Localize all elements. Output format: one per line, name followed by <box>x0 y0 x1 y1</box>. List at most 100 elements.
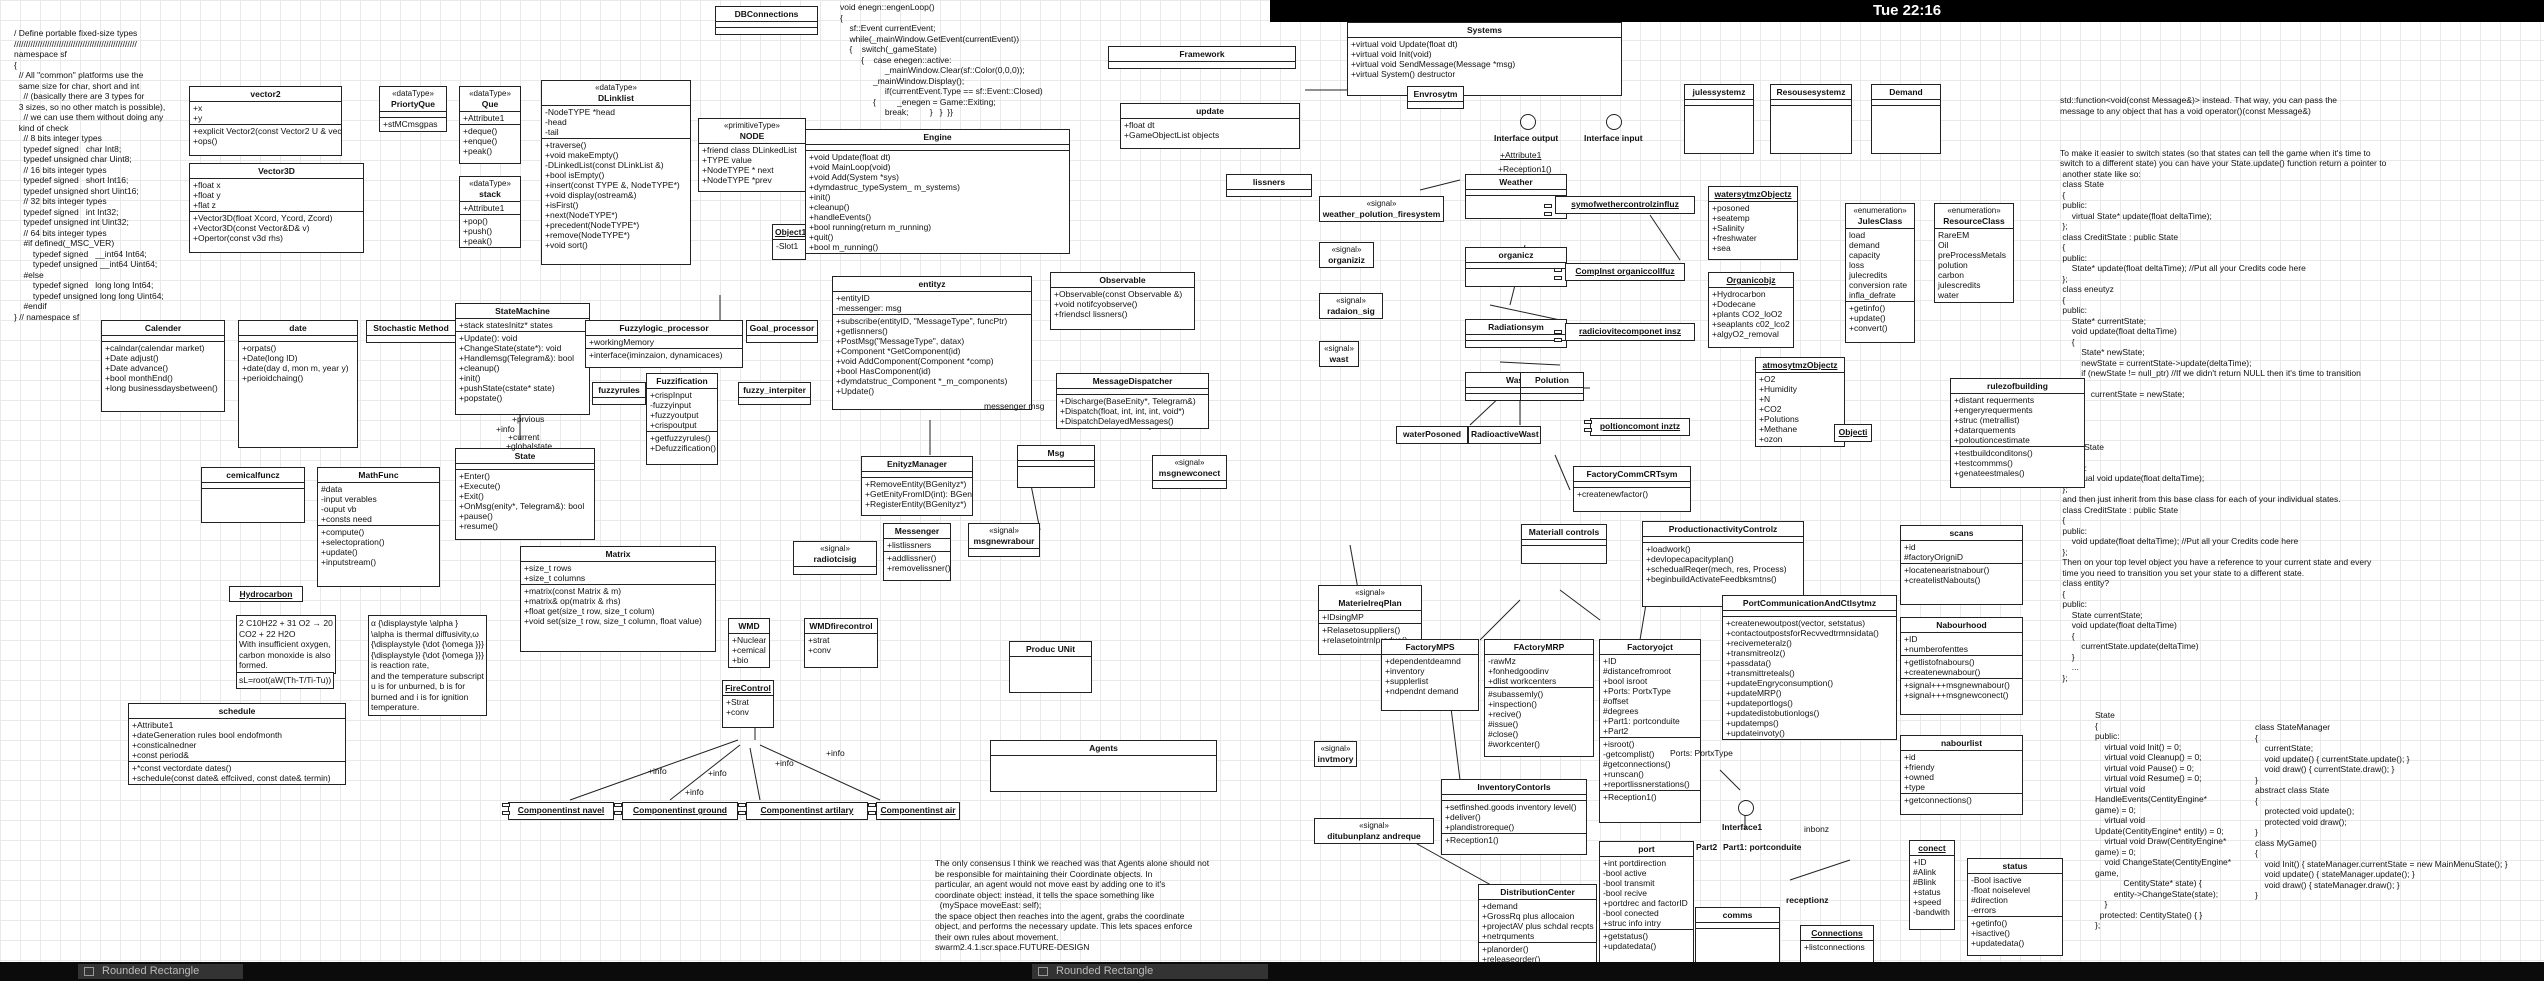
class-title: Nabourhood <box>1936 620 1987 630</box>
uml-class-produc-unit[interactable]: Produc UNit <box>1009 641 1092 693</box>
class-member: preProcessMetals <box>1938 250 2007 260</box>
uml-class-priorty-que[interactable]: «dataType»PriortyQue+stMCmsgpas <box>379 86 447 132</box>
uml-class-organicz[interactable]: organicz <box>1465 247 1567 287</box>
dock-item-rounded-rectangle-2[interactable]: Rounded Rectangle <box>1032 964 1268 979</box>
uml-class-stack[interactable]: «dataType»stack+Attribute1+pop()+push()+… <box>459 176 521 248</box>
uml-class-wmd[interactable]: WMD+Nuclear+cemical+bio <box>728 618 770 668</box>
uml-class-scans[interactable]: scans+id#factoryOrigniD+locatenearistnab… <box>1900 525 2023 605</box>
component-tab-icon <box>1544 212 1552 216</box>
uml-class-hydrocarbon[interactable]: Hydrocarbon <box>229 586 303 602</box>
uml-class-cair[interactable]: Componentinst air <box>876 802 960 820</box>
uml-class-matrix[interactable]: Matrix+size_t rows+size_t columns+matrix… <box>520 546 716 652</box>
uml-class-goalprocessor[interactable]: Goal_processor <box>746 320 818 343</box>
uml-class-date[interactable]: date+orpats()+Date(long ID)+date(day d, … <box>238 320 358 448</box>
uml-class-cartilary[interactable]: Componentinst artilary <box>746 802 868 820</box>
uml-class-status[interactable]: status-Bool isactive-float noiselevel#di… <box>1967 858 2063 956</box>
uml-class-atmosytmz-objectz[interactable]: atmosytmzObjectz+O2+Humidity+N+CO2+Polut… <box>1755 357 1845 447</box>
uml-class-math-func[interactable]: MathFunc#data-input verables-ouput vb+co… <box>317 467 440 587</box>
uml-class-distribution-center[interactable]: DistributionCenter+demand+GrossRq plus a… <box>1478 884 1597 974</box>
class-header: update <box>1121 104 1299 119</box>
uml-class-fuzzyinterpiter[interactable]: fuzzy_interpiter <box>738 382 811 405</box>
uml-class-conect[interactable]: conect+ID#Alink#Blink+status+speed-bandw… <box>1909 840 1955 930</box>
class-attributes: +size_t rows+size_t columns <box>521 562 715 585</box>
uml-class-wmdfirecontrol[interactable]: WMDfirecontrol+strat+conv <box>804 618 878 668</box>
clock[interactable]: Tue 22:16 <box>1872 2 1942 19</box>
uml-class-engine[interactable]: Engine+void Update(float dt)+void MainLo… <box>805 129 1070 254</box>
uml-class-radiciovite[interactable]: radiciovitecomponet insz <box>1565 323 1695 341</box>
uml-class-update[interactable]: update+float dt+GameObjectList objects <box>1120 103 1300 149</box>
uml-class-enityz-manager[interactable]: EnityzManager+RemoveEntity(BGenityz*)+Ge… <box>861 456 973 516</box>
uml-class-factoryojct[interactable]: Factoryojct+ID#distancefromroot+bool isr… <box>1599 639 1701 823</box>
uml-class-envrosytm[interactable]: Envrosytm <box>1407 86 1464 109</box>
uml-class-nabourhood[interactable]: Nabourhood+ID+numberofenttes+getlistofna… <box>1900 617 2023 715</box>
uml-class-radiationsym[interactable]: Radiationsym <box>1465 319 1567 348</box>
uml-class-fuzzylogic[interactable]: Fuzzylogic_processor+workingMemory+inter… <box>585 320 743 368</box>
uml-class-calender[interactable]: Calender+calndar(calendar market)+Date a… <box>101 320 225 412</box>
uml-class-resousesystemz[interactable]: Resousesystemz <box>1770 84 1852 154</box>
uml-class-productionactivity-controlz[interactable]: ProductionactivityControlz+loadwork()+de… <box>1642 521 1804 607</box>
uml-class-organiziz[interactable]: «signal»organiziz <box>1319 242 1374 268</box>
uml-class-entityz[interactable]: entityz+entityID-messenger: msg+subscrib… <box>832 276 1032 410</box>
class-member: +bool HasComponent(id) <box>836 366 931 376</box>
uml-class-agents[interactable]: Agents <box>990 740 1217 792</box>
uml-class-que[interactable]: «dataType»Que+Attribute1+deque()+enque()… <box>459 86 521 164</box>
uml-class-radioactive-wast[interactable]: RadioactiveWast <box>1468 426 1541 444</box>
uml-class-fuzzyrules[interactable]: fuzzyrules <box>592 382 646 405</box>
uml-class-water-posoned[interactable]: waterPosoned <box>1396 426 1468 444</box>
uml-class-schedule[interactable]: schedule+Attribute1+dateGeneration rules… <box>128 703 346 785</box>
uml-class-radaionsig[interactable]: «signal»radaion_sig <box>1319 293 1383 319</box>
uml-class-observable[interactable]: Observable+Observable(const Observable &… <box>1050 272 1195 330</box>
uml-class-demand[interactable]: Demand <box>1871 84 1941 154</box>
uml-class-factory-comm-crtsym[interactable]: FactoryCommCRTsym+createnewfactor() <box>1573 466 1691 512</box>
uml-class-systems[interactable]: Systems+virtual void Update(float dt)+vi… <box>1347 22 1622 96</box>
uml-class-ditubunplanz[interactable]: «signal»ditubunplanz andreque <box>1314 818 1434 844</box>
uml-class-wast-sig[interactable]: «signal»wast <box>1319 341 1359 367</box>
uml-class-factory-mrp[interactable]: FActoryMRP-rawMz+fonhedgoodinv+dlist wor… <box>1484 639 1594 757</box>
uml-class-messenger[interactable]: Messenger+listlissners+addlissner()+remo… <box>883 523 951 581</box>
uml-class-polltioncomonent[interactable]: poltioncomont inztz <box>1590 418 1690 436</box>
uml-class-lissners[interactable]: lissners <box>1226 174 1312 197</box>
uml-class-state[interactable]: State+Enter()+Execute()+Exit()+OnMsg(eni… <box>455 448 595 540</box>
uml-class-fuzzification[interactable]: Fuzzification+crispInput-fuzzyinput+fuzz… <box>646 373 718 465</box>
uml-class-object1[interactable]: Object1-Slot1 <box>772 224 806 260</box>
uml-class-cnavel[interactable]: Componentinst navel <box>508 802 614 820</box>
uml-class-port-communication-and-ctlsytmz[interactable]: PortCommunicationAndCtlsytmz+createnewou… <box>1722 595 1897 740</box>
interface-output-port-icon <box>1520 114 1536 130</box>
uml-class-vector3-d[interactable]: Vector3D+float x+float y+flat z+Vector3D… <box>189 163 364 253</box>
uml-class-symofweather[interactable]: symofwethercontrolzinfluz <box>1555 196 1695 214</box>
uml-class-objecti[interactable]: Objecti <box>1834 424 1872 442</box>
uml-class-port[interactable]: port+int portdirection-bool active-bool … <box>1599 841 1694 971</box>
uml-class-factory-mps[interactable]: FactoryMPS+dependentdeamnd+inventory+sup… <box>1381 639 1479 711</box>
uml-class-watersytmz-objectz[interactable]: watersytmzObjectz+posoned+seatemp+Salini… <box>1708 186 1798 260</box>
uml-class-message-dispatcher[interactable]: MessageDispatcher+Discharge(BaseEnity*, … <box>1056 373 1209 429</box>
uml-class-radiotcisig[interactable]: «signal»radiotcisig <box>793 541 877 575</box>
uml-class-weather[interactable]: Weather <box>1465 174 1567 219</box>
uml-class-vector2[interactable]: vector2+x+y+explicit Vector2(const Vecto… <box>189 86 342 156</box>
uml-class-dlinklist[interactable]: «dataType»DLinklist-NodeTYPE *head-head-… <box>541 80 691 265</box>
uml-class-msg[interactable]: Msg <box>1017 445 1095 488</box>
uml-class-msgnewrabour[interactable]: «signal»msgnewrabour <box>968 523 1040 557</box>
uml-class-julessystemz[interactable]: julessystemz <box>1684 84 1754 154</box>
uml-class-framework[interactable]: Framework <box>1108 46 1296 69</box>
uml-class-rulezofbuilding[interactable]: rulezofbuilding+distant requerments+enge… <box>1950 378 2085 488</box>
uml-class-node[interactable]: «primitiveType»NODE+friend class DLinked… <box>698 118 806 192</box>
uml-class-cground[interactable]: Componentinst ground <box>622 802 738 820</box>
uml-class-fire-control[interactable]: FireControl+Strat+conv <box>722 680 774 728</box>
uml-class-cemicalfuncz[interactable]: cemicalfuncz <box>201 467 305 523</box>
uml-class-msgnewconect[interactable]: «signal»msgnewconect <box>1152 455 1227 489</box>
uml-class-materiallcontrols[interactable]: Materiall controls <box>1521 524 1607 564</box>
uml-class-state-machine[interactable]: StateMachine+stack statesInitz* states+U… <box>455 303 590 415</box>
uml-class-nabourlist[interactable]: nabourlist+id+friendy+owned+type+getconn… <box>1900 735 2023 815</box>
uml-class-stochastic-method[interactable]: Stochastic Method <box>366 320 456 343</box>
uml-class-polution[interactable]: Polution <box>1520 372 1584 401</box>
uml-class-invtmory[interactable]: «signal»invtmory <box>1314 741 1357 767</box>
uml-class-inventory-contorls[interactable]: InventoryContorls+setfinshed.goods inven… <box>1441 779 1587 855</box>
uml-class-organicobjz[interactable]: Organicobjz+Hydrocarbon+Dodecane+plants … <box>1708 272 1794 348</box>
dock-item-rounded-rectangle[interactable]: Rounded Rectangle <box>78 964 243 979</box>
uml-class-weatherpolution[interactable]: «signal»weather_polution_firesystem <box>1319 196 1444 222</box>
uml-class-compinst[interactable]: CompInst organiccollfuz <box>1565 263 1685 281</box>
uml-class-dbconnections[interactable]: DBConnections <box>715 6 818 35</box>
